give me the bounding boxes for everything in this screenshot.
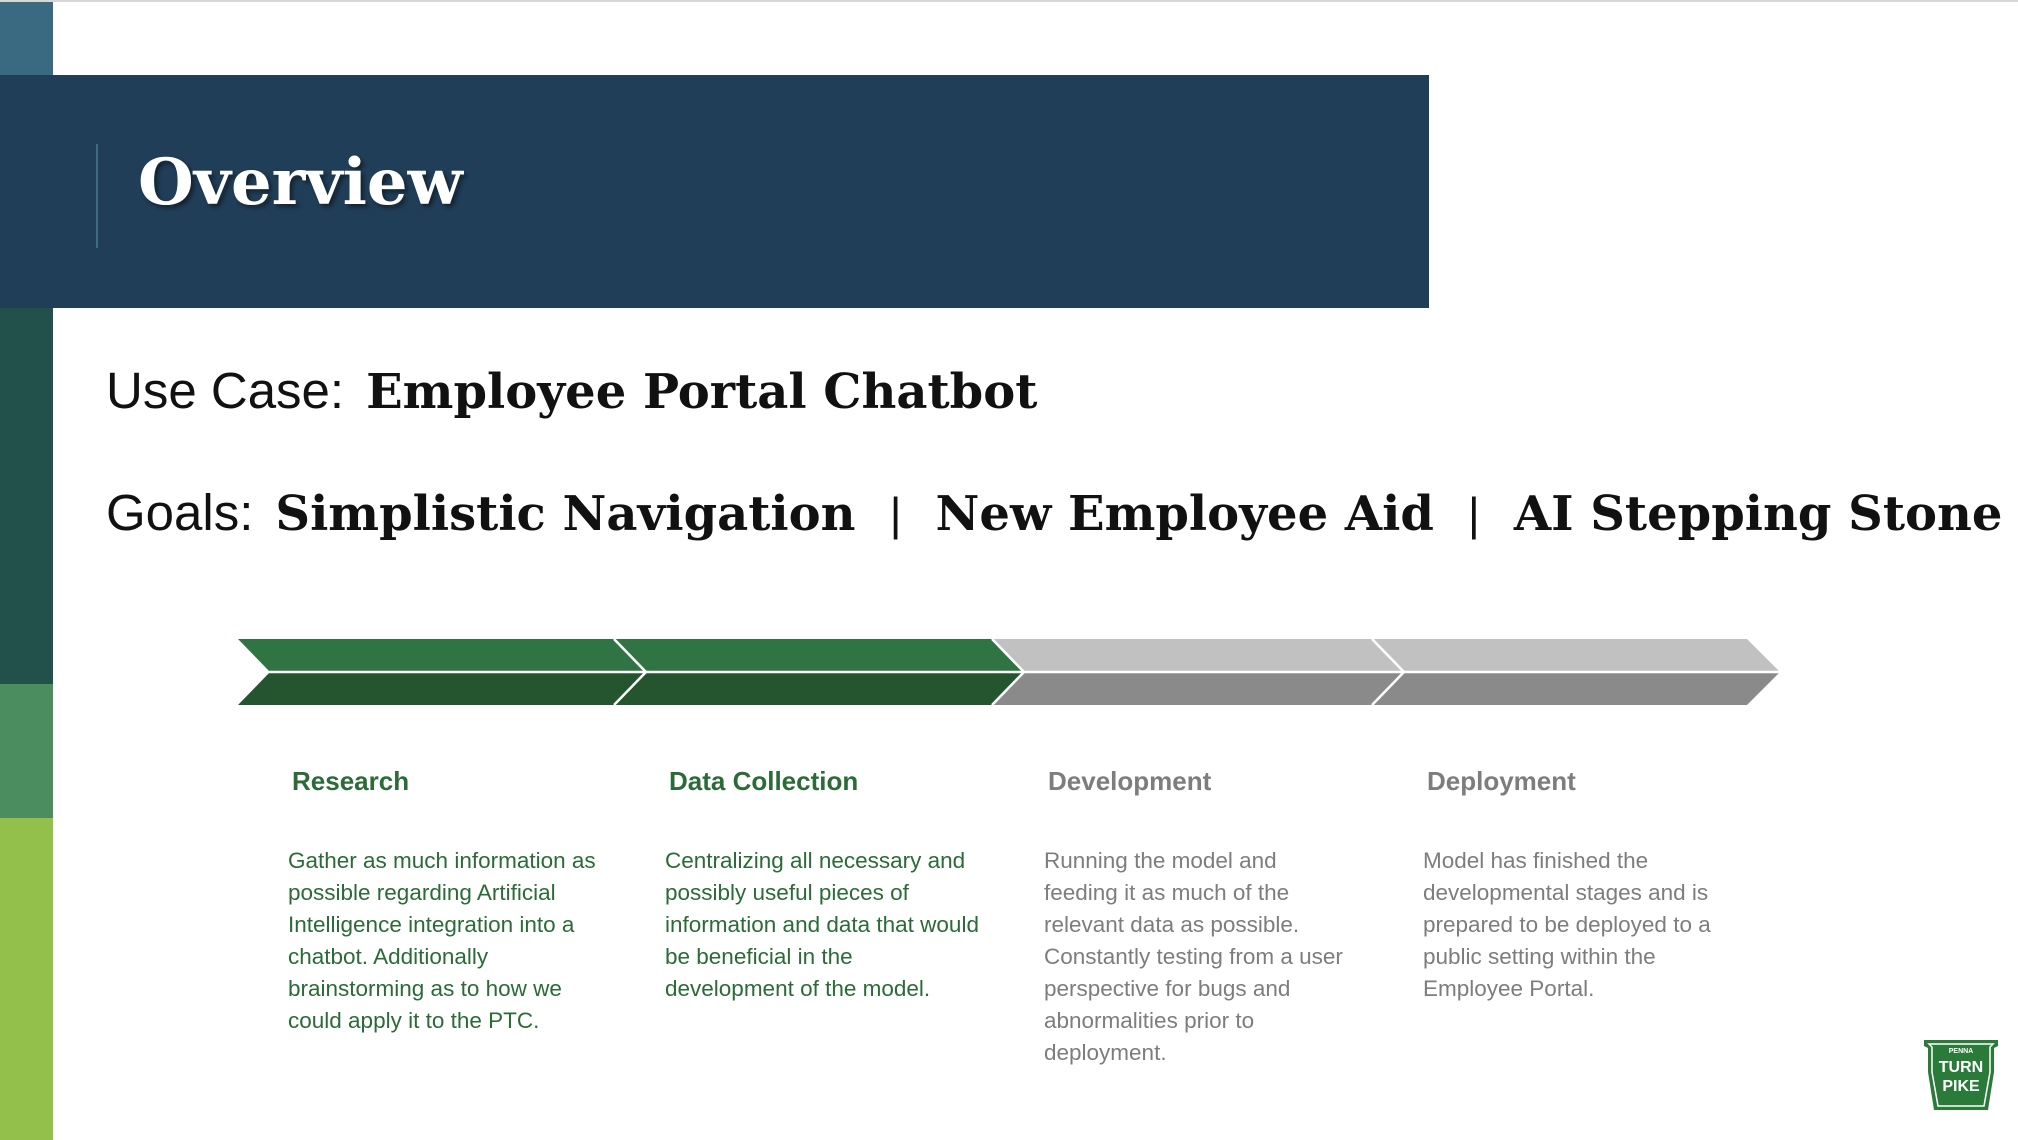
goals-line: Goals: Simplistic Navigation | New Employee… [106, 482, 2002, 544]
goal-item: Simplistic Navigation [275, 486, 856, 542]
use-case-value: Employee Portal Chatbot [366, 364, 1038, 420]
chevron-deployment [1372, 639, 1780, 705]
timeline-arrow [238, 638, 1780, 706]
accent-stripe-3 [0, 308, 53, 684]
goals-label: Goals: [106, 484, 254, 541]
chevron-development [992, 639, 1404, 705]
stage-description-development: Running the model and feeding it as much… [1044, 848, 1343, 1065]
banner-rule [96, 144, 98, 248]
goal-item: AI Stepping Stone [1513, 486, 2003, 542]
stage-description-data-collection: Centralizing all necessary and possibly … [665, 848, 979, 1001]
stage-title-research: Research [292, 766, 410, 796]
stage-description-deployment: Model has finished the developmental sta… [1423, 848, 1711, 1001]
logo-line2: PIKE [1942, 1078, 1980, 1095]
chevron-research [238, 639, 646, 705]
title-banner: Overview [0, 75, 1429, 308]
turnpike-keystone-logo: PENNA TURN PIKE [1924, 1040, 1998, 1110]
goal-item: New Employee Aid [935, 486, 1434, 542]
use-case-label: Use Case: [106, 362, 345, 419]
accent-stripe-5 [0, 818, 53, 1140]
goal-separator: | [1467, 488, 1480, 540]
stage-title-deployment: Deployment [1427, 766, 1576, 796]
stage-description-research: Gather as much information as possible r… [288, 848, 596, 1033]
chevron-data-collection [614, 639, 1024, 705]
logo-top-text: PENNA [1949, 1048, 1974, 1055]
accent-stripe-1 [0, 2, 53, 75]
goal-separator: | [889, 488, 902, 540]
top-border [0, 0, 2018, 2]
slide-title: Overview [138, 145, 463, 220]
stage-title-development: Development [1048, 766, 1212, 796]
logo-line1: TURN [1939, 1059, 1983, 1076]
stage-title-data-collection: Data Collection [669, 766, 859, 796]
accent-stripe-4 [0, 684, 53, 818]
use-case-line: Use Case: Employee Portal Chatbot [106, 360, 1037, 422]
